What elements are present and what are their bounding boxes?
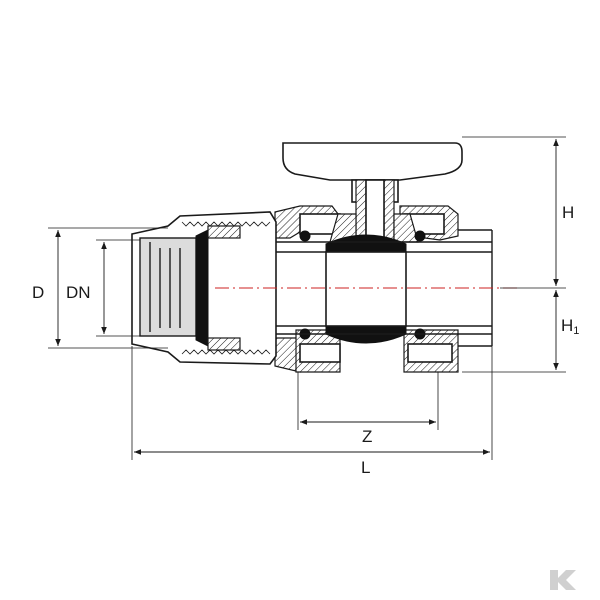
- label-L: L: [361, 458, 370, 477]
- thread-bottom: [181, 349, 271, 355]
- valve-body-bottom: [274, 328, 459, 373]
- extension-lines: [48, 136, 566, 460]
- label-H1-sub: 1: [573, 325, 579, 337]
- thread-top: [181, 221, 271, 227]
- label-H: H: [562, 203, 574, 222]
- label-H1-main: H: [561, 316, 573, 335]
- label-DN: DN: [66, 283, 91, 302]
- label-D: D: [32, 283, 44, 302]
- label-H1: H1: [561, 316, 579, 337]
- valve-body-top: [274, 205, 459, 243]
- valve-handle: [282, 142, 463, 243]
- dimension-arrows: [55, 139, 559, 455]
- valve-ball: [325, 234, 407, 344]
- compression-fitting: [131, 211, 277, 365]
- label-Z: Z: [362, 427, 372, 446]
- corner-k-logo-icon: [550, 570, 576, 590]
